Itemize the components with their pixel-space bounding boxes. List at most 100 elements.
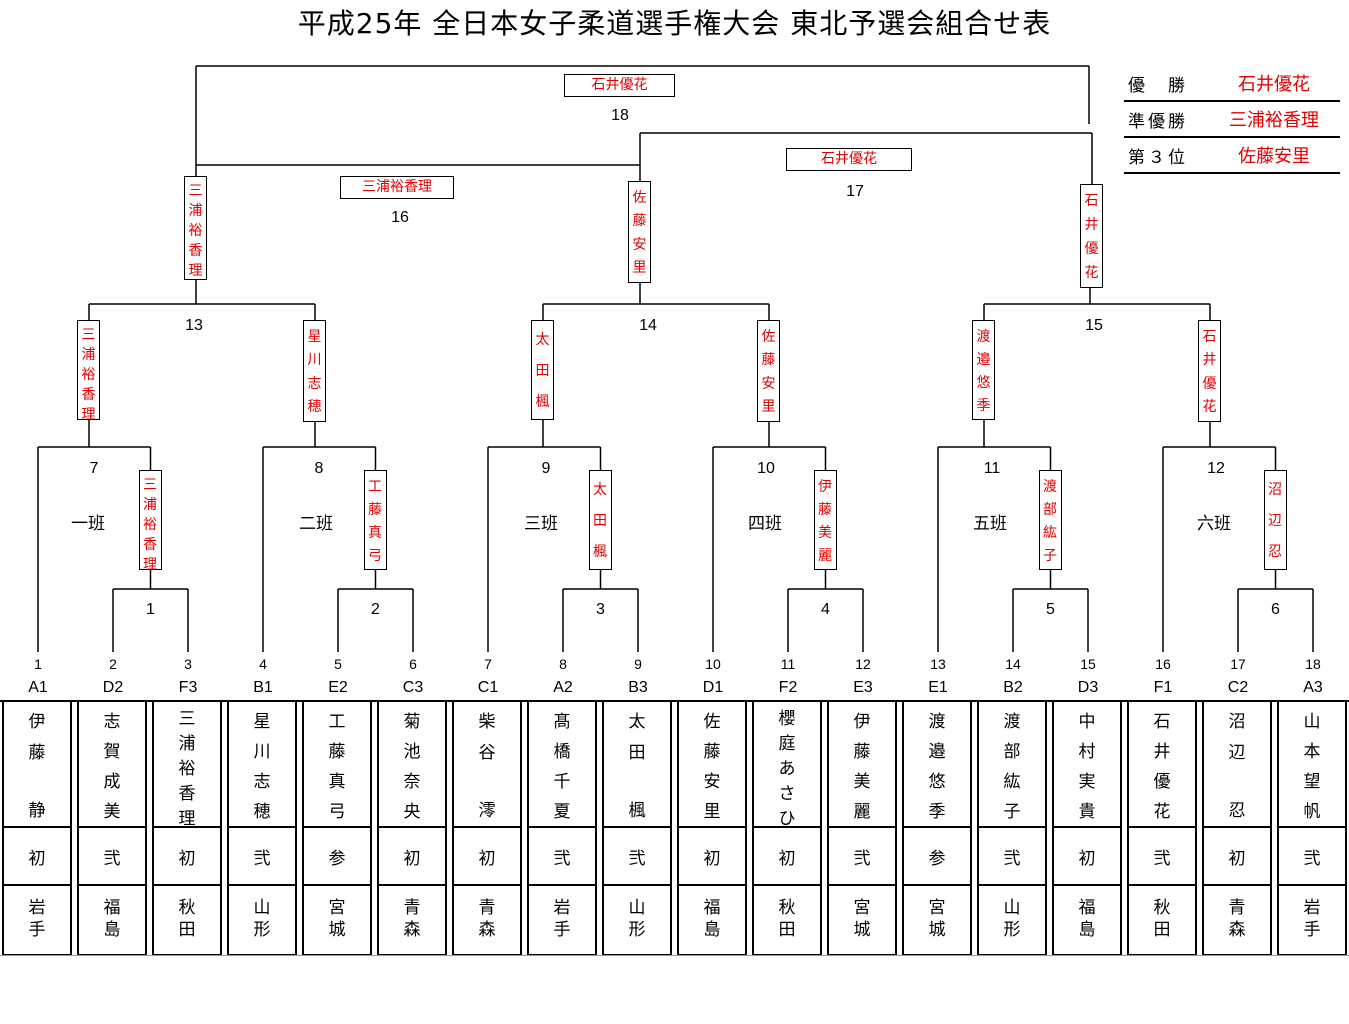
winner-char: 子	[1043, 547, 1057, 564]
match-number: 1	[146, 601, 155, 618]
winner-char: 石	[1084, 193, 1099, 209]
player-name-char: 安	[703, 771, 721, 792]
player-name: 三浦裕香理	[154, 702, 220, 829]
player-name-char: 菊	[403, 711, 421, 732]
winner-char: 優	[1084, 241, 1099, 257]
winner-char: 花	[1084, 265, 1099, 281]
group-label: 五班	[973, 514, 1007, 534]
player-name: 太田 楓	[604, 702, 670, 826]
slot-number: 14	[1005, 656, 1021, 672]
seed-label: F3	[178, 679, 198, 696]
player-name-char: 央	[403, 801, 421, 822]
player-name-char: 渡	[928, 711, 946, 732]
player-column: 菊池奈央初青森	[377, 700, 447, 956]
player-name-char: 優	[1153, 771, 1171, 792]
prefecture-char: 田	[778, 920, 796, 940]
result-name: 石井優花	[1238, 74, 1310, 95]
player-name-char: 橋	[553, 741, 571, 762]
prefecture-char: 山	[628, 898, 646, 918]
winner-char: 田	[535, 362, 550, 379]
winner-char: 里	[761, 399, 776, 416]
player-name-char: 奈	[403, 771, 421, 792]
player-prefecture: 岩手	[4, 884, 70, 954]
winner-char: 楓	[535, 393, 550, 410]
winner-char: 井	[1084, 217, 1099, 233]
player-name-char: 裕	[178, 759, 196, 779]
slot-number: 3	[184, 656, 192, 672]
group-label: 六班	[1197, 514, 1231, 534]
prefecture-char: 岩	[1303, 898, 1321, 918]
player-name-char: 真	[328, 771, 346, 792]
player-grade: 初	[1054, 826, 1120, 886]
seed-label: E3	[853, 679, 873, 696]
match-number: 9	[541, 460, 551, 477]
winner-char: 石	[1202, 328, 1217, 345]
player-name: 山本望帆	[1279, 702, 1345, 826]
winner-char: 伊	[818, 478, 832, 495]
prefecture-char: 福	[103, 898, 121, 918]
winner-char: 裕	[81, 367, 96, 383]
winner-char: 季	[976, 397, 991, 414]
group-label: 二班	[299, 514, 333, 534]
player-name-char: 藤	[328, 741, 346, 762]
player-name-char: 志	[253, 771, 271, 792]
winner-char: 楓	[593, 543, 607, 560]
player-column: 佐藤安里初福島	[677, 700, 747, 956]
player-grade: 弐	[529, 826, 595, 886]
match-number: 2	[371, 601, 380, 618]
player-column: 髙橋千夏弐岩手	[527, 700, 597, 956]
player-name-char: 穂	[253, 801, 271, 822]
prefecture-char: 城	[328, 920, 346, 940]
player-prefecture: 山形	[604, 884, 670, 954]
group-winner-box-11: 渡邉悠季	[972, 320, 995, 420]
player-name-char: 辺	[1228, 743, 1246, 764]
player-grade: 弐	[979, 826, 1045, 886]
seed-label: A3	[1303, 679, 1323, 696]
seed-label: C1	[477, 679, 499, 696]
prefecture-char: 岩	[28, 898, 46, 918]
player-grade: 初	[4, 826, 70, 886]
player-prefecture: 宮城	[904, 884, 970, 954]
player-name-char: 成	[103, 771, 121, 792]
match-number: 13	[185, 317, 203, 334]
winner-char: 浦	[188, 203, 203, 219]
result-name: 佐藤安里	[1238, 146, 1310, 167]
winner-box-14: 佐藤安里	[628, 181, 651, 283]
slot-number: 5	[334, 656, 342, 672]
player-name: 中村実貴	[1054, 702, 1120, 826]
seed-label: F2	[778, 679, 798, 696]
winner-char: 紘	[1043, 524, 1057, 541]
winner-char: 理	[81, 407, 96, 423]
player-grade: 弐	[604, 826, 670, 886]
result-row-runner-up: 準優勝 三浦裕香理	[1124, 102, 1340, 138]
player-name-char: さ	[778, 784, 796, 804]
player-name-char	[634, 770, 639, 790]
winner-char: 辺	[1268, 512, 1282, 529]
prefecture-char: 森	[1228, 920, 1246, 940]
group-winner-box-10: 佐藤安里	[757, 320, 780, 422]
player-name: 伊藤 静	[4, 702, 70, 826]
player-grade: 初	[454, 826, 520, 886]
seed-label: A2	[553, 679, 573, 696]
player-column: 工藤真弓参宮城	[302, 700, 372, 956]
player-name-char: 弓	[328, 801, 346, 822]
winner-char: 渡	[976, 328, 991, 345]
player-name-char: 藤	[703, 741, 721, 762]
player-name-char: 麗	[853, 801, 871, 822]
match-number: 16	[391, 209, 409, 226]
player-name: 菊池奈央	[379, 702, 445, 826]
winner-box-2: 工藤真弓	[363, 470, 387, 570]
seed-label: A1	[28, 679, 48, 696]
player-name-char: 谷	[478, 743, 496, 764]
player-name-char: 子	[1003, 801, 1021, 822]
player-name-char: 邉	[928, 741, 946, 762]
player-name-char: 千	[553, 771, 571, 792]
winner-char: 優	[1202, 375, 1217, 392]
prefecture-char: 城	[928, 920, 946, 940]
match-number: 11	[983, 460, 1001, 477]
prefecture-char: 形	[628, 920, 646, 940]
player-grade: 初	[379, 826, 445, 886]
player-name-char: 川	[253, 741, 271, 762]
prefecture-char: 手	[1303, 920, 1321, 940]
winner-box-13: 三浦裕香理	[184, 176, 207, 280]
